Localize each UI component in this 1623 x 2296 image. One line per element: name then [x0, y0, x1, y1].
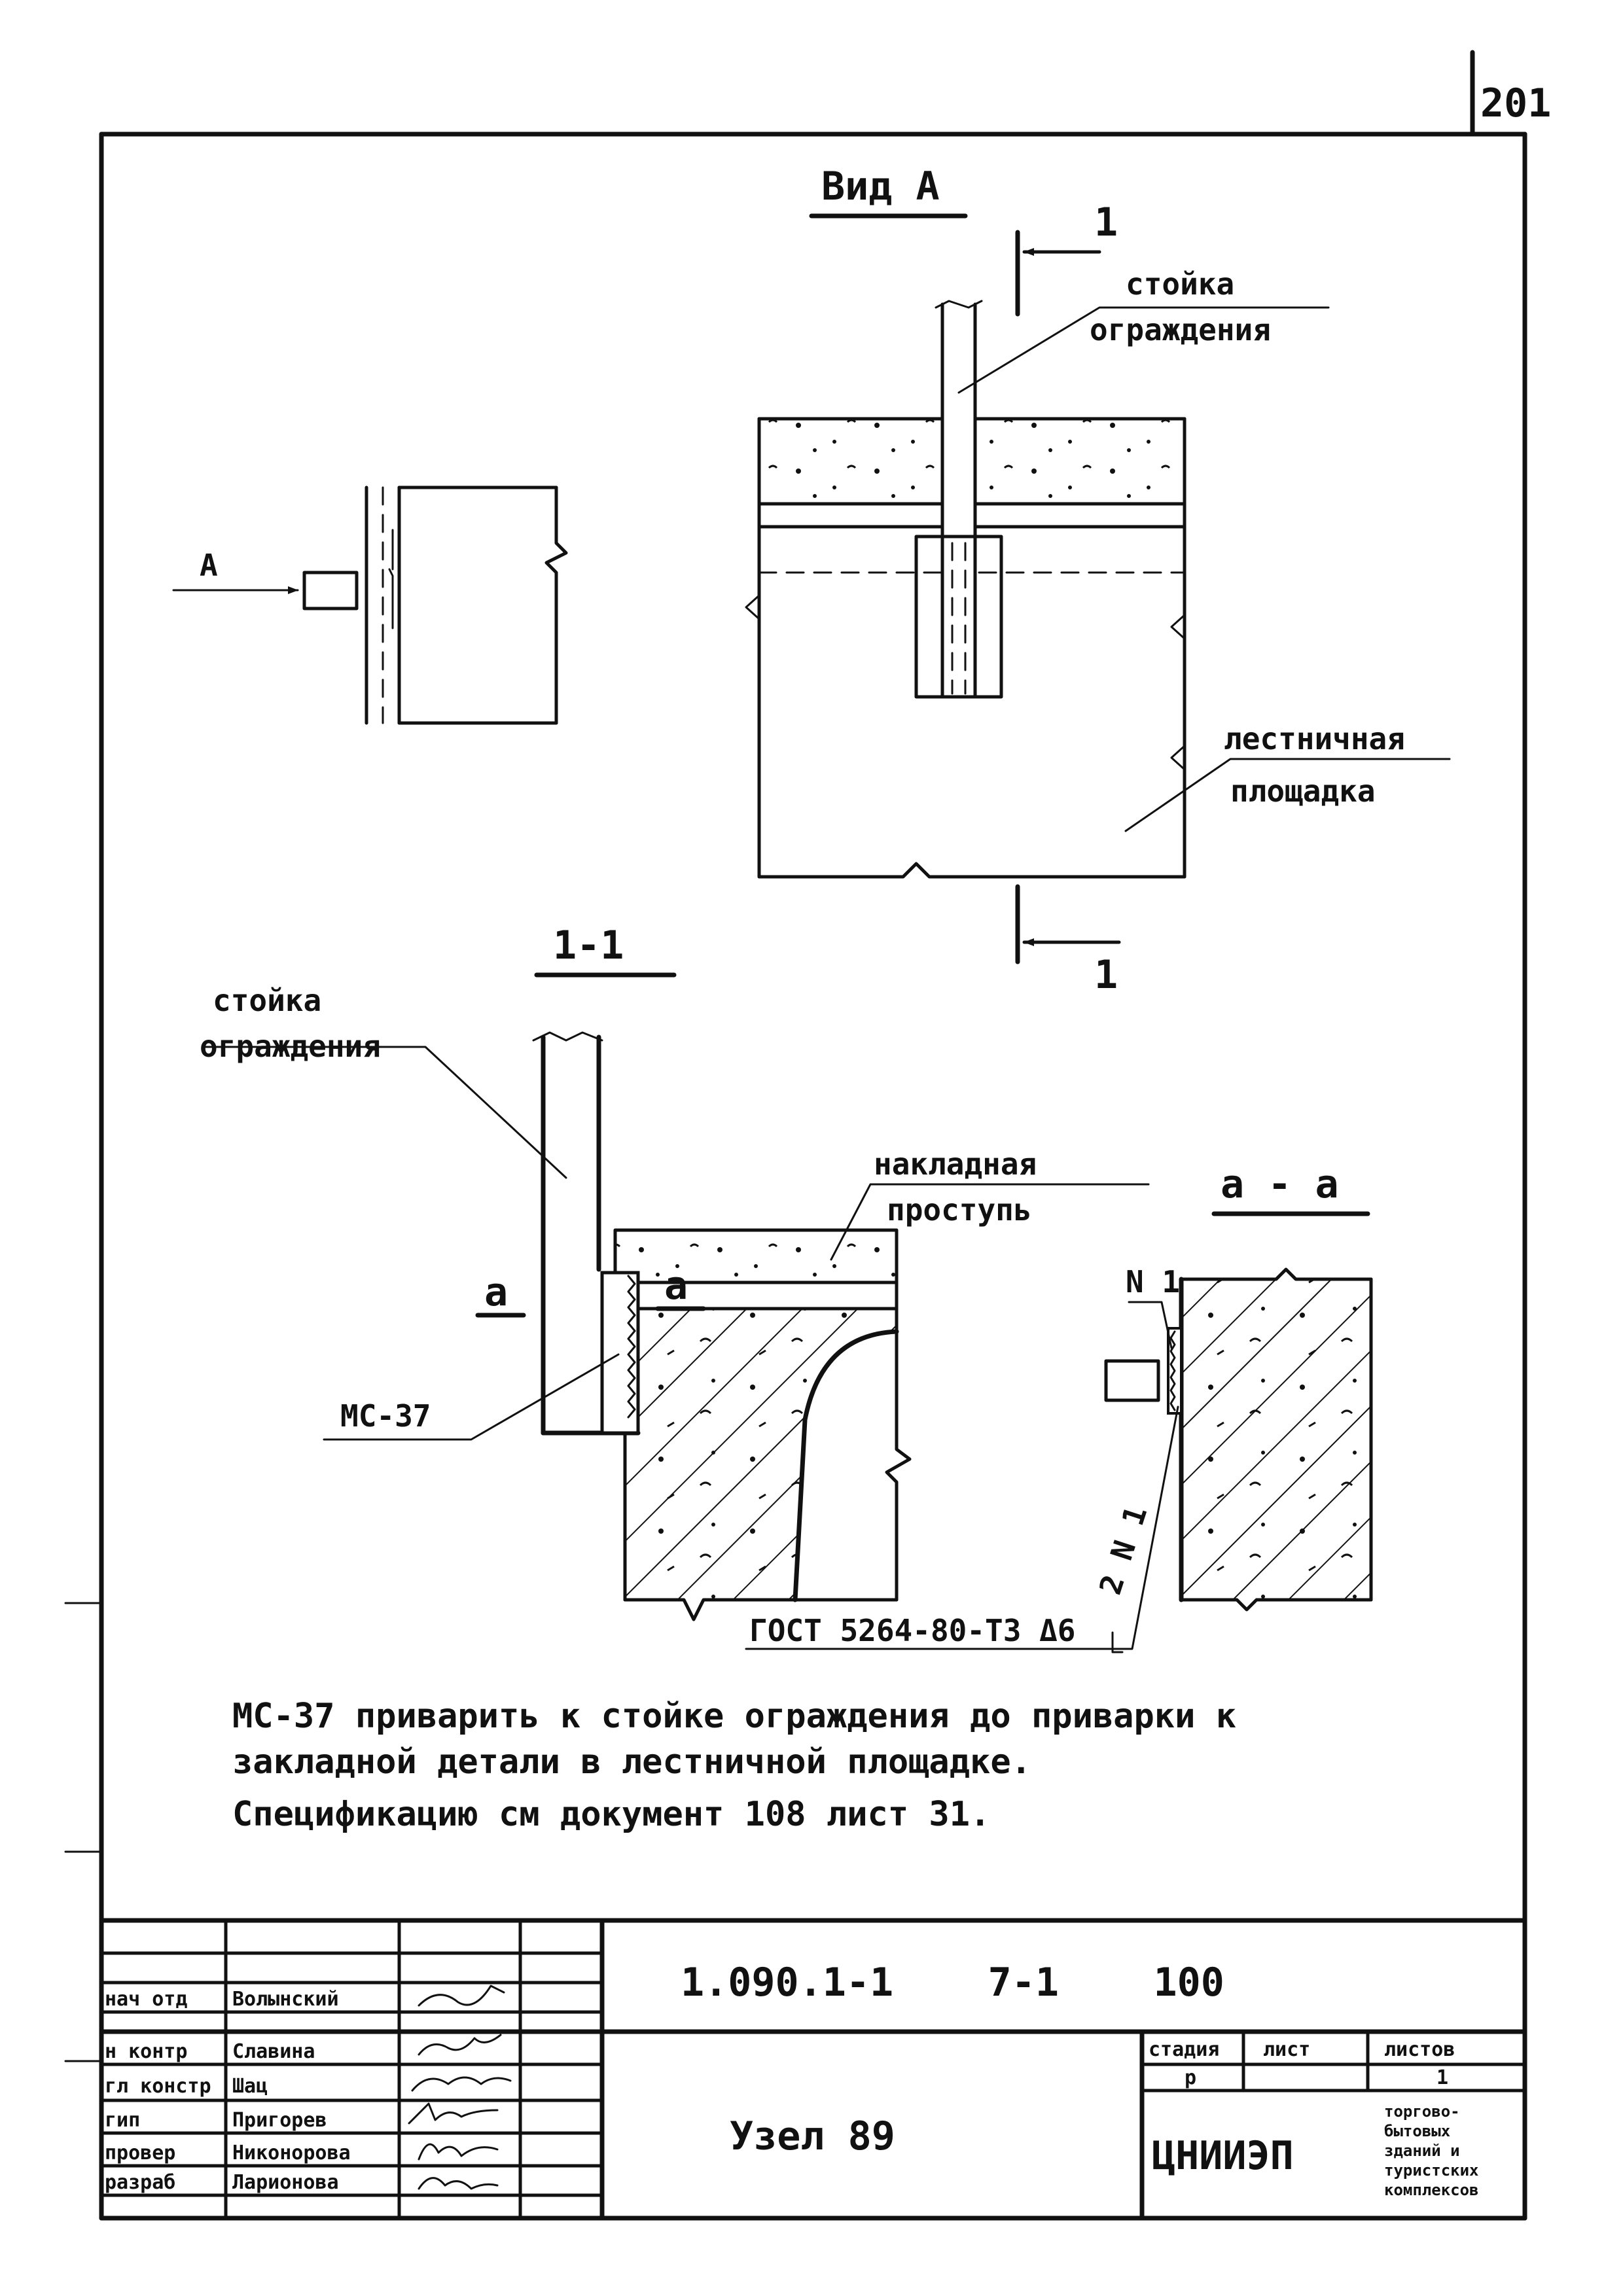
name-cell: Никонорова — [232, 2142, 351, 2164]
signature-scribble — [418, 1985, 505, 2007]
name-cell: Пригорев — [232, 2109, 327, 2132]
leader-weld-n1 — [1128, 1301, 1173, 1349]
note-line-2: закладной детали в лестничной площадке. — [232, 1742, 1031, 1782]
document-code: 1.090.1-1 7-1 100 — [681, 1960, 1224, 2005]
sheets-header: листов — [1384, 2038, 1455, 2061]
sheet-number: 201 — [1480, 80, 1551, 126]
leader-post-view-a — [957, 306, 1330, 394]
leader-gost — [745, 1405, 1179, 1650]
section-1-1-concrete — [623, 1307, 912, 1621]
name-cell: Славина — [232, 2040, 315, 2063]
organization-sub-1: торгово- — [1384, 2102, 1460, 2121]
label-overlay-line1: накладная — [874, 1146, 1037, 1182]
role-cell: гип — [105, 2109, 140, 2132]
stage-header: стадия — [1149, 2038, 1219, 2061]
sheet-value: 1 — [1436, 2066, 1448, 2089]
label-post-line2-section: ограждения — [200, 1029, 381, 1064]
organization-sub-5: комплексов — [1384, 2181, 1479, 2199]
drawing-title: Узел 89 — [730, 2113, 895, 2159]
role-cell: гл констр — [105, 2075, 211, 2098]
label-gost: ГОСТ 5264-80-Т3 Δ6 — [749, 1613, 1076, 1648]
label-post-line2-view-a: ограждения — [1090, 312, 1271, 347]
view-a-arrow-label: А — [200, 548, 218, 583]
signature-scribble — [418, 2034, 502, 2056]
leader-mc37 — [323, 1353, 620, 1441]
organization-sub-3: зданий и — [1384, 2142, 1460, 2160]
label-landing-line2: площадка — [1230, 773, 1376, 809]
name-cell: Волынский — [232, 1988, 339, 2011]
role-cell: нач отд — [105, 1988, 187, 2011]
leader-overlay-tread — [830, 1183, 1150, 1261]
stage-value: р — [1185, 2066, 1196, 2089]
leader-landing — [1124, 758, 1451, 832]
signature-scribble — [411, 2076, 512, 2092]
leader-post-section — [202, 1046, 567, 1179]
mark-a-right: а — [664, 1263, 688, 1309]
title-block-grid — [99, 1918, 1527, 2221]
signatures — [408, 1985, 512, 2190]
section-mark-bottom: 1 — [1094, 952, 1118, 998]
label-weld-n1: N 1 — [1126, 1264, 1180, 1299]
role-cell: н контр — [105, 2040, 187, 2063]
signature-scribble — [418, 2143, 499, 2161]
view-a-title: Вид А — [821, 164, 940, 209]
label-post-line1-view-a: стойка — [1126, 266, 1234, 302]
section-mark-top: 1 — [1094, 200, 1118, 245]
label-mc37: МС-37 — [340, 1398, 431, 1434]
section-a-a-title: а - а — [1221, 1161, 1339, 1207]
organization-sub-4: туристских — [1384, 2161, 1479, 2180]
section-1-1-post — [532, 1031, 641, 1436]
signature-scribble — [418, 2177, 499, 2190]
section-cut-marker-bottom — [1015, 884, 1121, 964]
name-cell: Ларионова — [232, 2171, 339, 2194]
label-overlay-line2: проступь — [887, 1192, 1032, 1227]
view-a-post — [914, 300, 1003, 699]
section-a-a-concrete — [1104, 1267, 1373, 1612]
name-cell: Шац — [232, 2075, 268, 2098]
note-line-3: Спецификацию см документ 108 лист 31. — [232, 1795, 990, 1834]
label-landing-line1: лестничная — [1224, 721, 1405, 756]
label-post-line1-section: стойка — [213, 983, 321, 1018]
key-plan-sketch — [172, 486, 568, 725]
sheet-header: лист — [1263, 2038, 1310, 2061]
note-line-1: МС-37 приварить к стойке ограждения до п… — [232, 1697, 1236, 1736]
role-cell: разраб — [105, 2171, 175, 2194]
organization-name: ЦНИИЭП — [1152, 2133, 1294, 2179]
section-1-1-overlay-tread — [613, 1228, 899, 1311]
mark-a-left: а — [484, 1269, 508, 1315]
gost-tail-mark — [1111, 1631, 1124, 1653]
section-cut-marker-top — [1015, 230, 1101, 317]
organization-sub-2: бытовых — [1384, 2122, 1450, 2140]
section-1-1-title: 1-1 — [553, 923, 624, 968]
role-cell: провер — [105, 2142, 175, 2164]
signature-scribble — [408, 2102, 499, 2125]
sheet-frame — [64, 50, 1527, 2221]
